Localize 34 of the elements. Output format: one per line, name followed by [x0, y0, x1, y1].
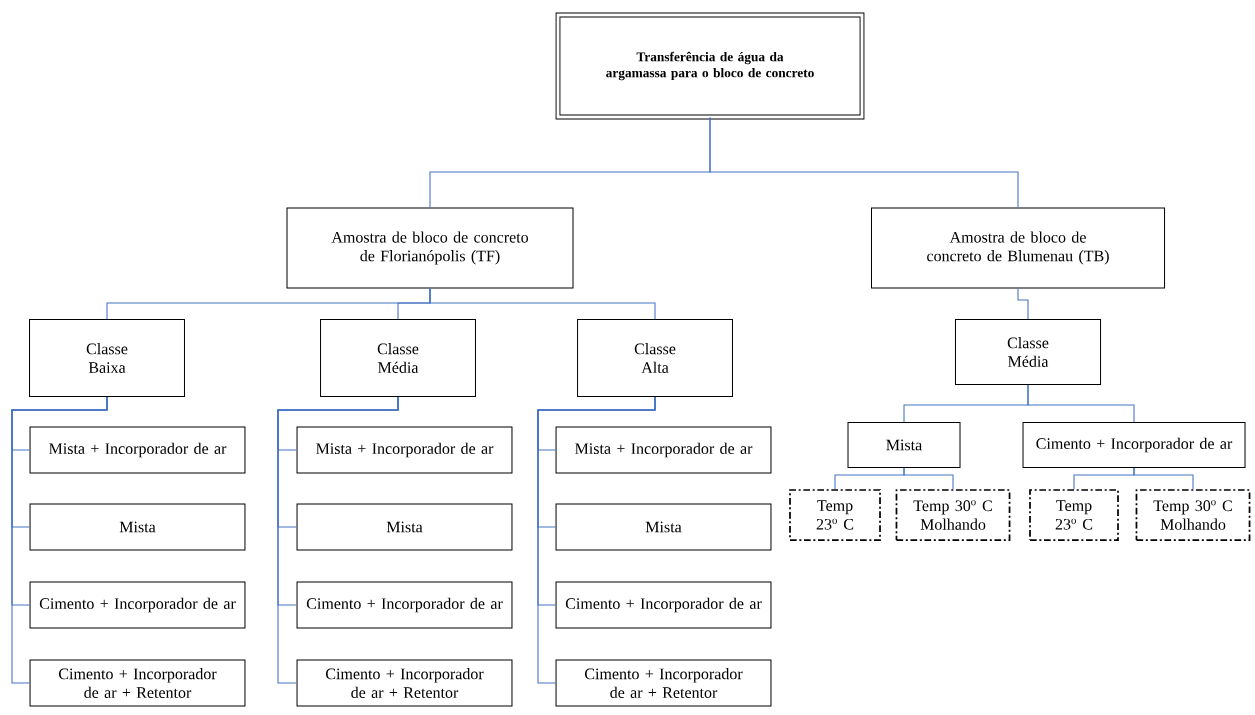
connector-line [903, 467, 954, 490]
category-box: Mista [847, 421, 961, 469]
category-box: Classe Baixa [29, 318, 185, 398]
connector-line [1133, 467, 1194, 490]
category-box: Mista + Incorporador de ar [555, 426, 772, 474]
condition-box: Temp 23$^{o}$ C [1029, 489, 1119, 541]
connector-line [709, 116, 1019, 209]
category-box: Classe Média [955, 318, 1102, 386]
category-box: Amostra de bloco de concreto de Florianópolis (TF) [286, 207, 574, 289]
connector-line [1027, 384, 1135, 423]
condition-box: Temp 30$^{o}$ C Molhando [895, 489, 1011, 541]
category-box: Mista [296, 503, 513, 551]
title-box: Transferência de água da argamassa para o bloco de concreto [555, 12, 865, 120]
connector-line [277, 396, 399, 684]
category-box: Mista + Incorporador de ar [296, 426, 513, 474]
connector-line [11, 396, 108, 684]
category-box: Cimento + Incorporador de ar [1022, 421, 1246, 469]
category-box: Cimento + Incorporador de ar [555, 581, 772, 629]
category-box: Cimento + Incorporador de ar [29, 581, 246, 629]
category-box: Amostra de bloco de concreto de Blumenau (TB) [871, 207, 1166, 289]
category-box: Mista [29, 503, 246, 551]
category-box: Cimento + Incorporador de ar + Retentor [555, 659, 772, 707]
condition-box: Temp 30$^{o}$ C Molhando [1135, 489, 1251, 541]
category-box: Cimento + Incorporador de ar + Retentor [296, 659, 513, 707]
connector-line [537, 396, 656, 684]
category-box: Classe Alta [577, 318, 733, 398]
category-box: Classe Média [320, 318, 476, 398]
category-box: Cimento + Incorporador de ar [296, 581, 513, 629]
category-box: Cimento + Incorporador de ar + Retentor [29, 659, 246, 707]
connector-line [429, 287, 656, 320]
category-box: Mista [555, 503, 772, 551]
category-box: Mista + Incorporador de ar [29, 426, 246, 474]
connector-line [1017, 287, 1029, 320]
condition-box: Temp 23$^{o}$ C [789, 489, 881, 541]
